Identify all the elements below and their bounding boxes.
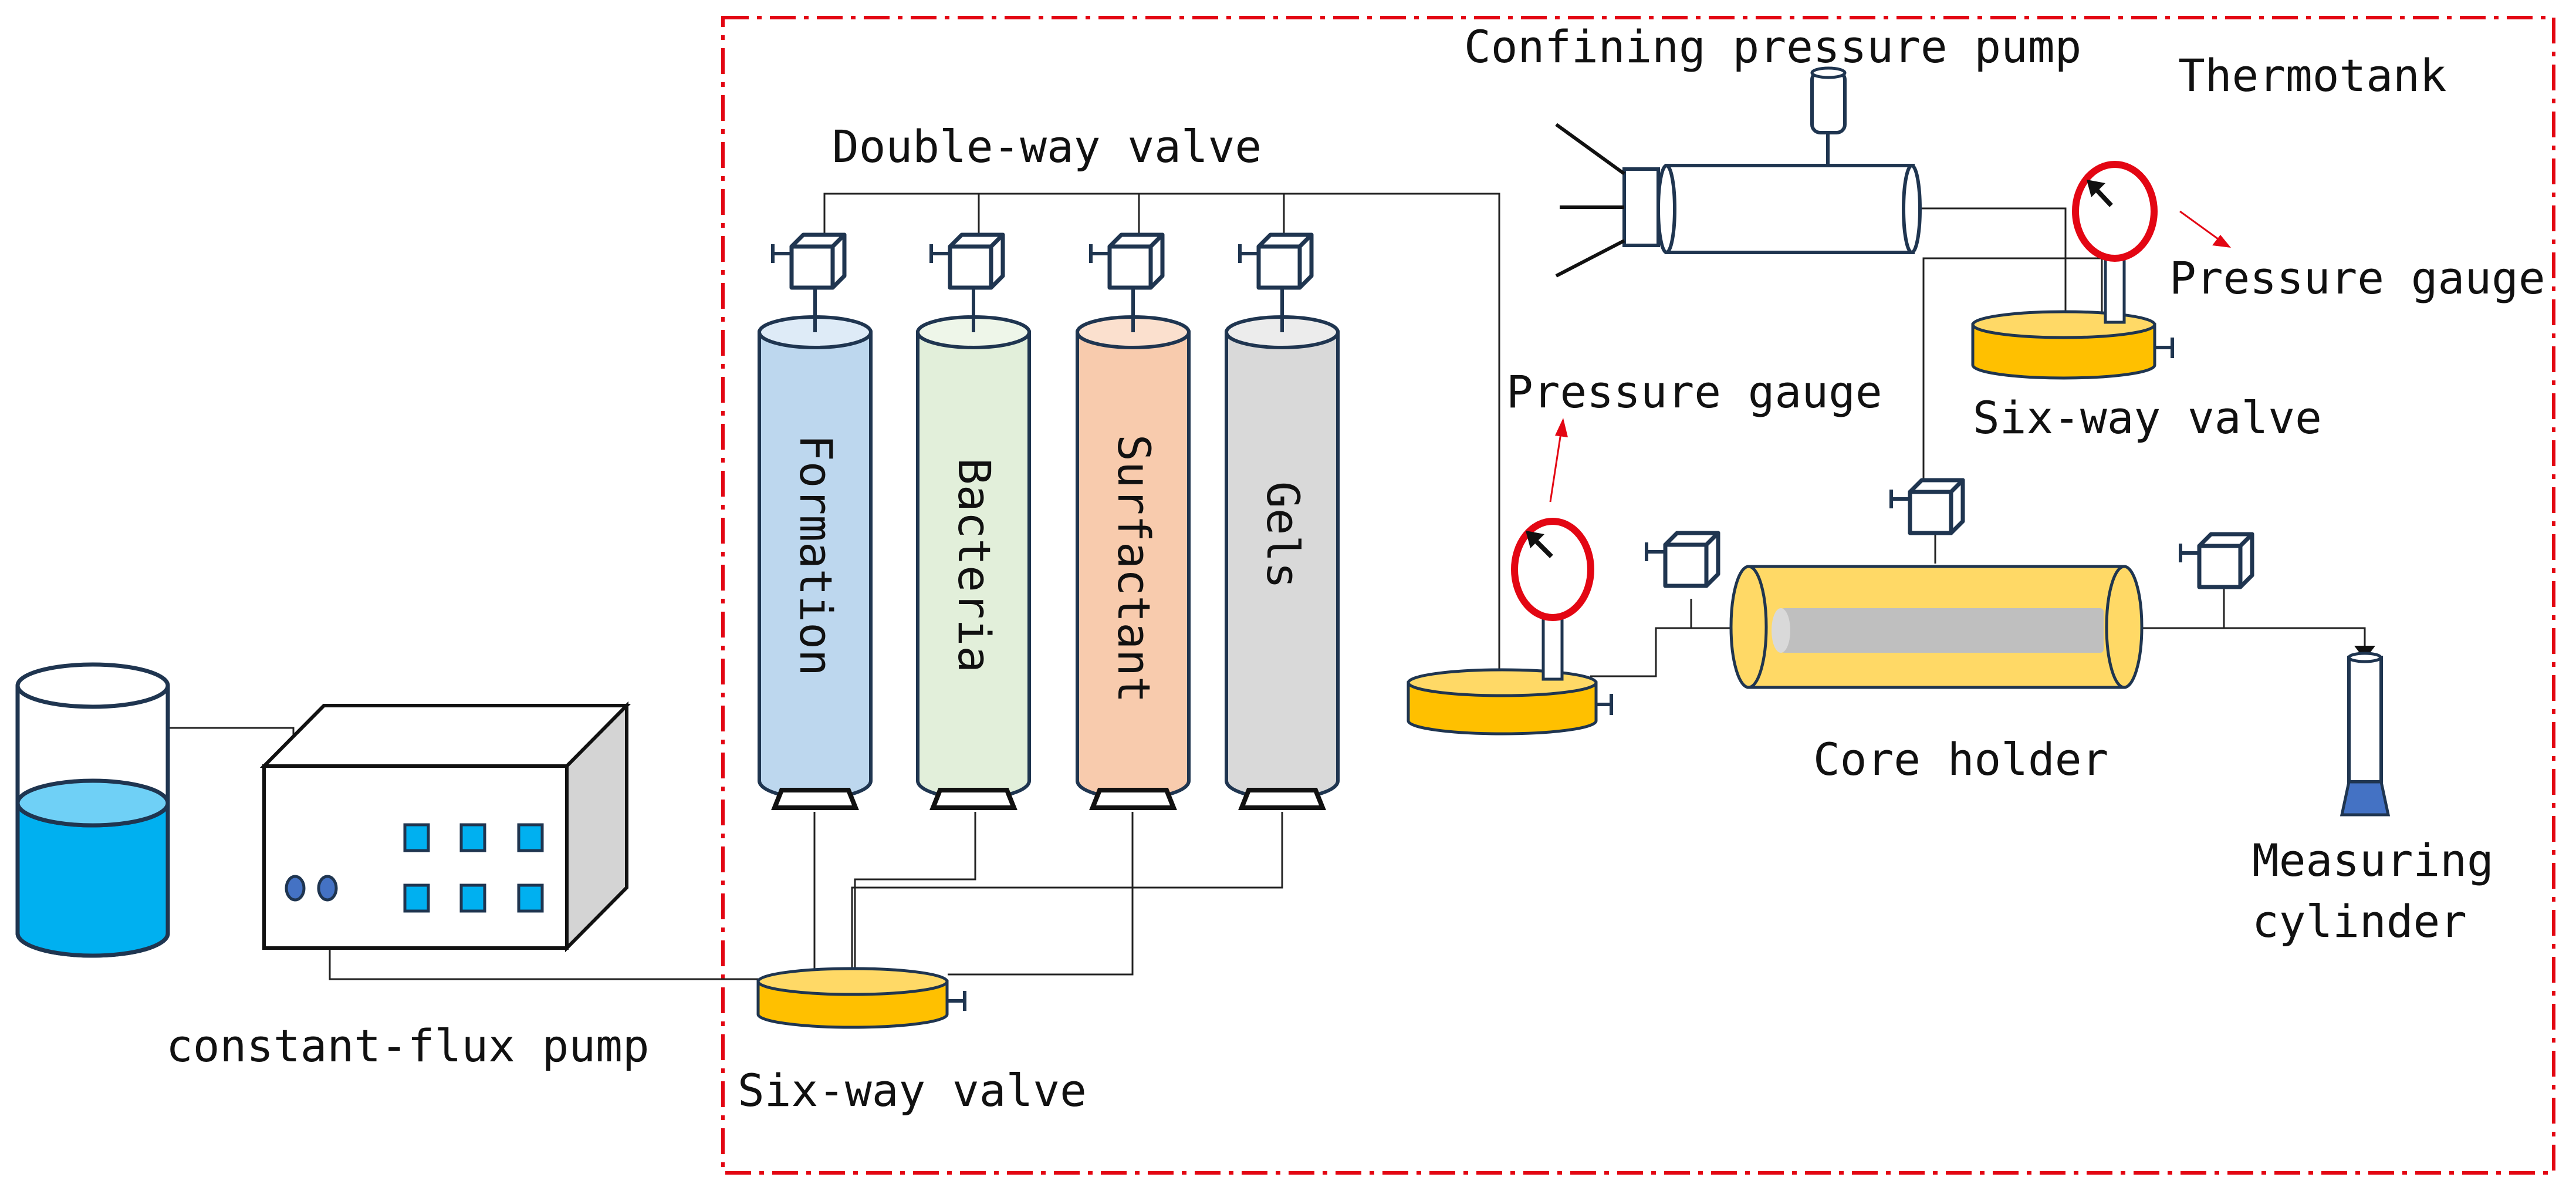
thermotank-boundary [721,16,2555,1175]
label-measuring-cylinder-1: Measuring [2252,834,2494,886]
pump-button [459,823,486,852]
container-stand [771,788,859,810]
container-bacteria [916,277,1031,810]
double-way-valve [1889,478,1965,535]
pump-button [459,883,486,913]
container-stand [1089,788,1177,810]
label-double-way-valve: Double-way valve [832,120,1262,173]
pump-knob-right [317,875,338,902]
core-holder [1729,565,2144,689]
label-measuring-cylinder-2: cylinder [2252,895,2467,947]
red-arrow-left-gauge [1549,418,1568,502]
label-container-formation: Formation [790,434,842,676]
six-way-valve-upper [1971,310,2174,380]
cylinder-base [2340,780,2391,817]
double-way-valve [929,232,1005,290]
core-sample [1781,608,2104,653]
pump-knob-left [285,875,306,902]
pump-button [403,883,430,913]
double-way-valve [1238,232,1314,290]
label-pressure-gauge-left: Pressure gauge [1506,366,1882,418]
label-container-surfactant: Surfactant [1108,434,1160,703]
pump-button [517,883,544,913]
constant-flux-pump [259,701,631,953]
container-stand [929,788,1017,810]
label-pressure-gauge-right: Pressure gauge [2169,252,2545,304]
label-six-way-valve-upper: Six-way valve [1973,392,2322,444]
container-surfactant [1076,277,1191,810]
double-way-valve [771,232,847,290]
six-way-valve-lower [756,967,966,1029]
double-way-valve [2179,532,2254,589]
red-arrow-right-gauge [2179,210,2231,248]
label-container-bacteria: Bacteria [948,458,1000,673]
container-gels [1225,277,1340,810]
container-stand [1238,788,1326,810]
confining-pressure-pump [1555,66,1922,278]
label-confining-pressure-pump: Confining pressure pump [1464,21,2081,73]
label-thermotank: Thermotank [2178,49,2447,102]
label-six-way-valve-lower: Six-way valve [738,1064,1087,1117]
container-formation [758,277,873,810]
label-core-holder: Core holder [1813,733,2108,785]
pump-button [403,823,430,852]
measuring-cylinder [2340,652,2391,817]
six-way-valve-left [1407,668,1613,736]
pressure-gauge-left [1511,518,1594,681]
label-container-gels: Gels [1257,481,1309,589]
pressure-gauge-right [2072,161,2158,324]
double-way-valve [1089,232,1165,290]
label-constant-flux-pump: constant-flux pump [166,1020,650,1072]
double-way-valve [1645,531,1720,588]
pump-button [517,823,544,852]
water-beaker [15,662,170,958]
